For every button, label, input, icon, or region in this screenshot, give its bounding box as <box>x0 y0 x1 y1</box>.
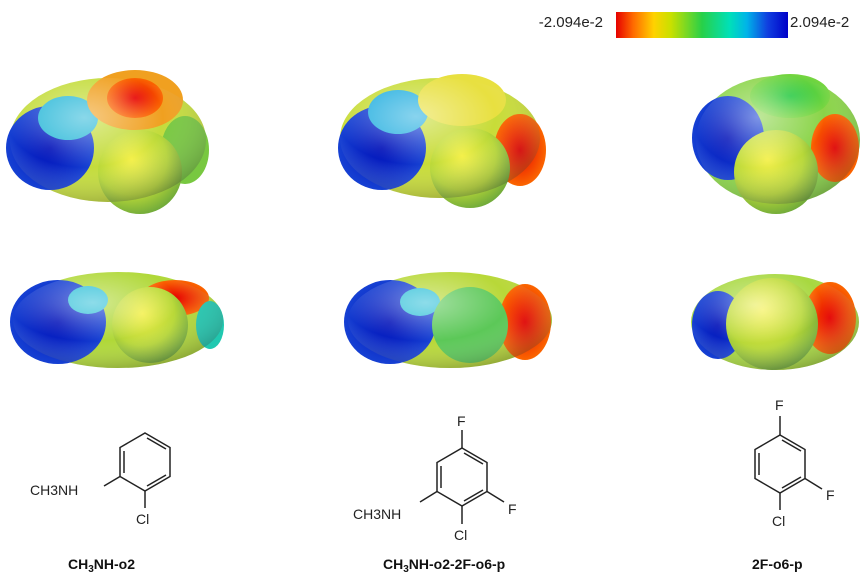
name-1-subscript: 3 <box>88 564 94 575</box>
surface-3-top <box>692 74 860 214</box>
name-3-suffix: 2F-o6-p <box>752 556 803 572</box>
name-2-subscript: 3 <box>403 564 409 575</box>
atom-label-f-right-2: F <box>508 501 517 517</box>
compound-name-1: CH3NH-o2 <box>68 556 135 575</box>
atom-label-ch3nh-2: CH3NH <box>353 506 401 522</box>
structure-1 <box>103 432 171 508</box>
name-2-suffix: NH-o2-2F-o6-p <box>408 556 506 572</box>
surface-1-top <box>6 70 209 214</box>
atom-label-f-top-3: F <box>775 397 784 413</box>
compound-name-3: 2F-o6-p <box>752 556 803 575</box>
color-scale-bar <box>616 12 788 38</box>
atom-label-f-top-2: F <box>457 413 466 429</box>
name-2-prefix: CH <box>383 556 404 572</box>
surface-1-side <box>10 272 224 368</box>
name-1-prefix: CH <box>68 556 89 572</box>
surface-2-side <box>344 272 552 368</box>
surface-2-top <box>338 74 546 208</box>
atom-label-cl-3: Cl <box>772 513 785 529</box>
atom-label-f-right-3: F <box>826 487 835 503</box>
name-1-suffix: NH-o2 <box>93 556 136 572</box>
compound-name-2: CH3NH-o2-2F-o6-p <box>383 556 505 575</box>
structure-3 <box>754 416 823 510</box>
structure-2 <box>419 430 505 524</box>
legend-max-label: 2.094e-2 <box>790 14 850 31</box>
atom-label-cl-1: Cl <box>136 511 149 527</box>
surface-3-side <box>691 274 859 370</box>
legend-min-label: -2.094e-2 <box>538 14 603 31</box>
atom-label-cl-2: Cl <box>454 527 467 543</box>
atom-label-ch3nh-1: CH3NH <box>30 482 78 498</box>
